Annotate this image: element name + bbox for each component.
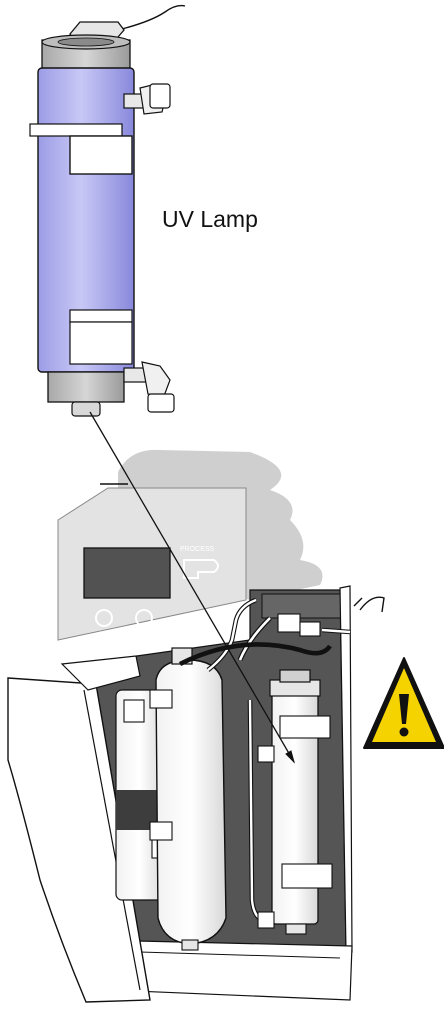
lamp-cable	[118, 6, 185, 30]
panel-process-label: PROCESS	[180, 546, 215, 553]
lamp-strap-lower	[70, 310, 132, 364]
storage-tank	[150, 648, 226, 950]
lamp-bottom-tip	[72, 402, 100, 416]
lamp-bottom-cap	[48, 372, 124, 402]
control-panel: PROCESS PF1 PF2	[58, 488, 246, 640]
uv-lamp-label: UV Lamp	[162, 206, 258, 233]
lamp-lower-fitting	[124, 362, 174, 412]
warning-triangle-icon	[364, 658, 444, 748]
gauge-pf2-label: PF2	[139, 632, 151, 638]
gauge-pf1-label: PF1	[99, 632, 111, 638]
panel-display	[84, 548, 170, 598]
